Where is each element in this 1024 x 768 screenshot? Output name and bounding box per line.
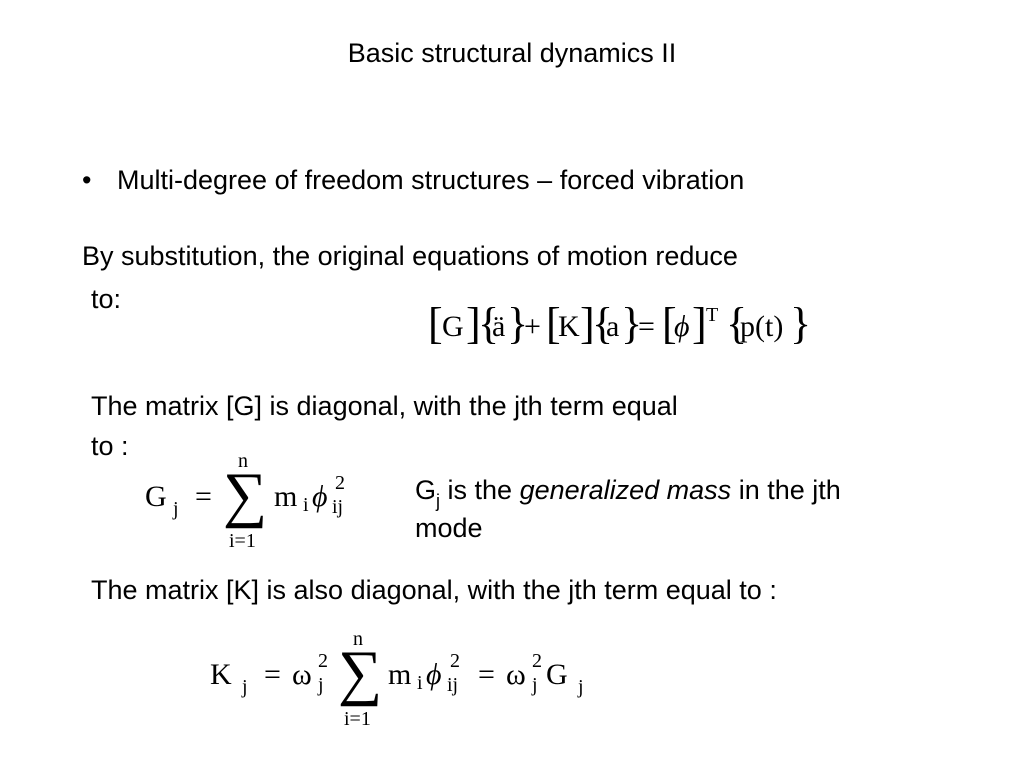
eq3-omega2-sub: j [532,674,538,696]
bracket-left: [ [428,299,443,348]
note-generalized-mass-line2: mode [415,513,483,543]
eq2-m-sub: i [303,494,309,516]
eq3-m-sub: i [417,672,423,694]
bracket-right: ] [466,299,481,348]
eq2-equals: = [195,480,212,513]
eq3-omega-sup: 2 [318,650,328,672]
brace-left: { [726,299,748,348]
eq3-omega: ω [292,658,312,691]
eq3-omega-sub: j [318,674,324,696]
eq2-sum-upper: n [238,450,248,472]
eq3-omega2: ω [506,658,526,691]
eq3-phi-sup: 2 [450,650,460,672]
bullet-text: Multi-degree of freedom structures – for… [117,165,745,195]
paragraph-substitution-line2: to: [91,284,122,314]
note-G: G [415,475,437,505]
eq2-phi: ϕ [312,480,328,513]
eq3-sum-lower: i=1 [344,708,371,730]
note-italic: generalized mass [519,475,732,505]
bracket-left: [ [662,299,677,348]
eq2-sum-lower: i=1 [229,530,256,552]
eq3-G-sub: j [578,676,584,698]
eq3-sigma: ∑ [338,639,383,707]
paragraph-substitution-line1: By substitution, the original equations … [82,241,738,271]
eq3-equals2: = [478,658,495,691]
brace-right: } [790,299,812,348]
eq3-phi: ϕ [426,658,442,691]
eq3-m: m [388,658,412,691]
eq3-equals1: = [264,658,281,691]
note-generalized-mass-line1: Gj is the generalized mass in the jth [415,475,841,511]
eq1-phi: ϕ [674,310,690,343]
eq3-G: G [546,658,568,691]
eq2-G: G [145,480,167,513]
bullet-marker: • [82,165,92,195]
eq2-phi-sub: ij [332,496,344,518]
eq3-sum-upper: n [353,628,363,650]
eq3-K-sub: j [242,676,248,698]
eq1-equals: = [638,310,655,343]
eq1-a: a [606,310,620,343]
bracket-right: ] [692,299,707,348]
eq2-m: m [274,480,298,513]
paragraph-matrix-g-line1: The matrix [G] is diagonal, with the jth… [91,391,678,421]
brace-right: } [507,299,529,348]
note-pre: is the [440,475,520,505]
bracket-left: [ [546,299,561,348]
note-post: in the jth [731,475,841,505]
eq1-plus: + [524,310,541,343]
eq3-phi-sub: ij [447,674,459,696]
note-G-sub: j [436,491,441,511]
eq1-G: G [442,310,464,343]
paragraph-matrix-k: The matrix [K] is also diagonal, with th… [91,575,777,605]
page-title: Basic structural dynamics II [347,38,677,68]
brace-left: { [478,299,500,348]
brace-left: { [592,299,614,348]
eq3-K: K [210,658,232,691]
brace-right: } [621,299,643,348]
bracket-right: ] [580,299,595,348]
eq2-G-sub: j [173,498,179,520]
eq3-omega2-sup: 2 [532,650,542,672]
eq1-a-ddot: ä [492,310,506,343]
eq2-sigma: ∑ [223,461,268,529]
eq1-K: K [558,310,580,343]
paragraph-matrix-g-line2: to : [91,431,129,461]
eq1-transpose: T [706,304,719,326]
eq2-phi-sup: 2 [335,472,345,494]
eq1-p: p(t) [740,310,784,343]
